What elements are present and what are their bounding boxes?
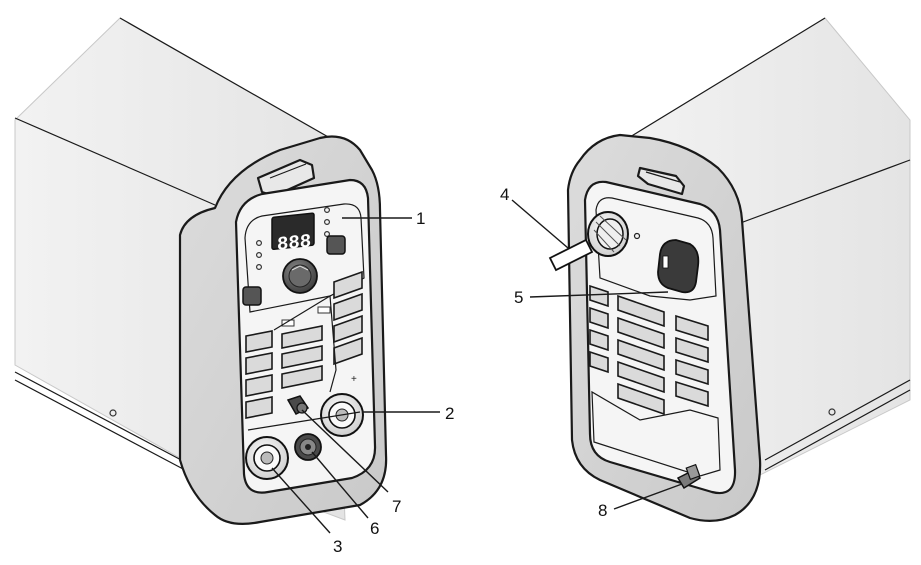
leader-8 xyxy=(613,483,683,510)
callout-3: 3 xyxy=(333,537,342,556)
leader-3 xyxy=(271,467,331,534)
front-housing-bottom-edge-2 xyxy=(14,379,186,471)
callout-leaders xyxy=(271,199,683,534)
front-unit: 888 xyxy=(14,17,388,525)
rear-housing-top-edge xyxy=(624,17,826,141)
front-vents-right xyxy=(333,270,363,366)
rear-housing-bottom-edge xyxy=(764,379,911,461)
svg-text:+: + xyxy=(351,374,357,385)
main-switch xyxy=(657,239,700,294)
rear-vents-center xyxy=(617,294,665,416)
digital-display: 888 xyxy=(271,212,315,256)
callout-6: 6 xyxy=(370,519,379,538)
indicator-slot-1 xyxy=(281,319,295,327)
leader-4 xyxy=(511,199,569,249)
indicator-slot-2 xyxy=(317,306,331,314)
display-readout: 888 xyxy=(277,230,311,256)
front-vents-center xyxy=(281,325,323,389)
leader-7 xyxy=(301,409,389,493)
rear-vents-right xyxy=(675,314,709,408)
leader-5 xyxy=(529,291,669,298)
front-housing-bottom-edge xyxy=(14,371,186,463)
callout-2: 2 xyxy=(445,404,454,423)
rear-lower-recess xyxy=(591,390,721,477)
front-screw-hole xyxy=(109,409,117,417)
rear-upper-panel xyxy=(595,197,717,301)
callout-1: 1 xyxy=(416,209,425,228)
panel-button-left xyxy=(242,286,262,306)
front-handle xyxy=(256,158,316,198)
callout-7: 7 xyxy=(392,497,401,516)
adjustment-knob xyxy=(282,258,318,294)
rear-unit xyxy=(548,17,911,522)
front-housing-side-edge xyxy=(14,117,216,206)
status-leds-left xyxy=(256,240,263,271)
front-vents-left xyxy=(245,330,273,419)
output-socket-minus xyxy=(245,436,289,480)
gas-connector-front xyxy=(286,395,310,415)
callout-8: 8 xyxy=(598,501,607,520)
front-housing-top-edge xyxy=(119,17,331,139)
rear-handle xyxy=(636,166,686,196)
power-cable-gland xyxy=(548,211,641,272)
front-vent-divider xyxy=(273,294,337,393)
control-socket xyxy=(294,433,322,461)
rear-screw-hole xyxy=(828,408,836,416)
rear-housing-bottom-edge-2 xyxy=(764,389,911,471)
callout-5: 5 xyxy=(514,288,523,307)
leader-6 xyxy=(311,451,369,519)
rear-housing-side-edge xyxy=(734,159,911,226)
callout-4: 4 xyxy=(500,185,509,204)
panel-button-right xyxy=(326,235,346,255)
callout-labels: 1 2 3 4 5 6 7 8 xyxy=(333,185,607,556)
